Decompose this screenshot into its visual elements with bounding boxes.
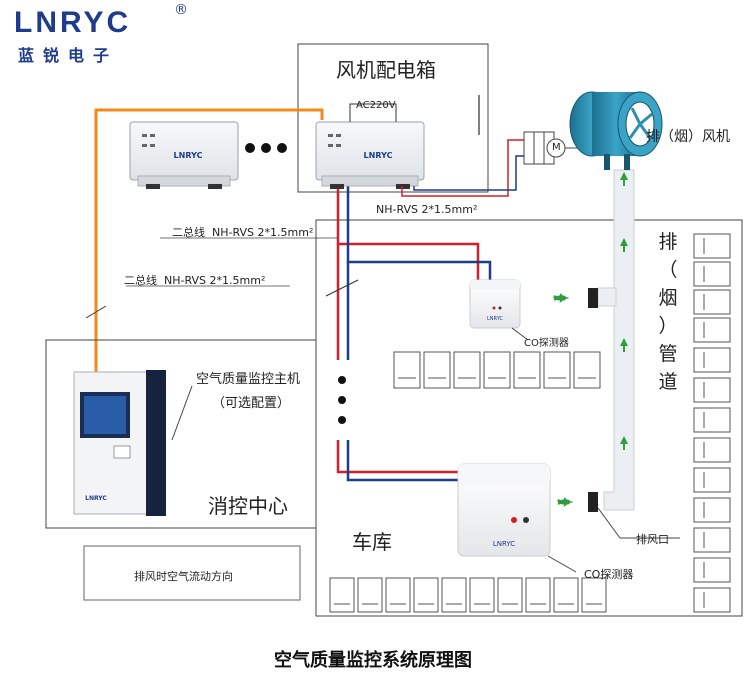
- parking-row-bottom: [329, 577, 607, 613]
- motor-red-wire: [401, 139, 524, 197]
- bus-left-prefix: 二总线: [124, 274, 157, 287]
- monitoring-host-device: LNRYC: [73, 370, 166, 516]
- ac-voltage-label: AC220V: [356, 100, 396, 111]
- bus-mid-label: 二总线 NH-RVS 2*1.5mm²: [172, 224, 313, 240]
- duct-char: 烟: [658, 287, 678, 309]
- bus-tick: [85, 305, 107, 319]
- co-small-leader: [511, 327, 529, 341]
- co-detector-large-label: CO探测器: [584, 568, 634, 581]
- ac-bracket: [349, 103, 397, 122]
- exhaust-port-upper: [588, 288, 598, 308]
- port-leader: [597, 507, 621, 539]
- blue-wire-lower: [346, 440, 468, 482]
- motor-blue-wire: [413, 155, 524, 191]
- diagram-title: 空气质量监控系统原理图: [274, 650, 472, 671]
- duct-char: 道: [658, 371, 678, 393]
- controller-module-right: LNRYC: [315, 121, 425, 189]
- blue-wire: [346, 186, 492, 282]
- host-label-line1: 空气质量监控主机: [196, 372, 301, 387]
- svg-text:LNRYC: LNRYC: [493, 540, 515, 548]
- dot: [338, 376, 346, 384]
- dot: [338, 396, 346, 404]
- duct-branch: [597, 287, 617, 307]
- svg-text:LNRYC: LNRYC: [174, 151, 203, 160]
- dot: [338, 416, 346, 424]
- host-leader: [171, 385, 193, 441]
- exhaust-port-label: 排风口: [636, 533, 669, 546]
- legend-label: 排风时空气流动方向: [134, 570, 233, 583]
- duct-char: ）: [658, 315, 678, 337]
- motor-contactor: [523, 131, 566, 165]
- svg-text:LNRYC: LNRYC: [487, 316, 503, 322]
- dot: [261, 143, 271, 153]
- parking-column-right: [693, 233, 731, 613]
- bus-mid-spec: NH-RVS 2*1.5mm²: [212, 226, 314, 239]
- parking-row-middle: [393, 351, 601, 389]
- exhaust-duct: [603, 169, 635, 511]
- orange-bus-line: [94, 108, 324, 390]
- duct-char: 排: [658, 231, 678, 253]
- wire-tick: [325, 279, 359, 297]
- co-detector-small: LNRYC: [469, 279, 521, 329]
- dot: [245, 143, 255, 153]
- bus-left-label: 二总线 NH-RVS 2*1.5mm²: [124, 272, 265, 288]
- registered-mark: ®: [174, 2, 188, 18]
- legend-box: [83, 545, 301, 601]
- dot: [277, 143, 287, 153]
- exhaust-fan-icon: [569, 91, 663, 170]
- red-wire: [336, 186, 480, 282]
- svg-text:LNRYC: LNRYC: [364, 151, 393, 160]
- brand-logo: LNRYC: [14, 6, 132, 39]
- fire-center-label: 消控中心: [208, 494, 288, 518]
- co-detector-small-label: CO探测器: [524, 338, 569, 349]
- svg-text:LNRYC: LNRYC: [85, 495, 107, 502]
- duct-char: 管: [658, 343, 678, 365]
- bus-top-label: NH-RVS 2*1.5mm²: [376, 203, 478, 216]
- motor-label: M: [552, 142, 561, 153]
- exhaust-fan-label: 排（烟）风机: [646, 129, 730, 145]
- exhaust-port-lower: [588, 492, 598, 512]
- red-wire-lower: [336, 440, 468, 474]
- duct-airflow-arrows: [620, 172, 628, 450]
- host-label-line2: （可选配置）: [212, 396, 291, 411]
- fire-control-room: [45, 339, 317, 529]
- co-detector-large: LNRYC: [457, 463, 551, 557]
- co-large-leader: [547, 555, 577, 573]
- bus-mid-prefix: 二总线: [172, 226, 205, 239]
- company-name: 蓝锐电子: [18, 46, 119, 65]
- fan-box-label: 风机配电箱: [336, 58, 436, 82]
- controller-module-left: LNRYC: [129, 121, 239, 189]
- bus-left-spec: NH-RVS 2*1.5mm²: [164, 274, 266, 287]
- duct-label: 排 （ 烟 ） 管 道: [656, 228, 680, 396]
- duct-char: （: [658, 259, 678, 281]
- garage-label: 车库: [352, 530, 392, 554]
